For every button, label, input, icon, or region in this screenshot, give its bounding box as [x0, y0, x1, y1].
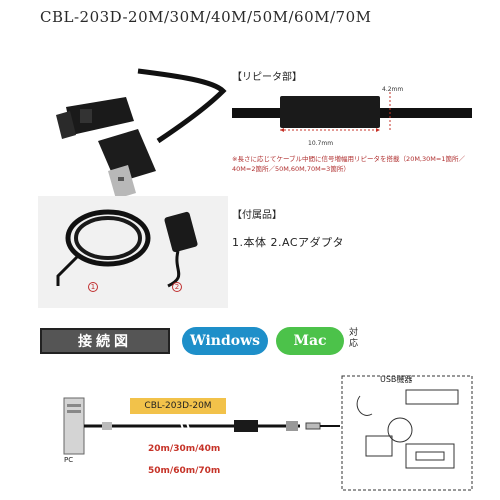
model-badge: CBL-203D-20M: [130, 398, 226, 414]
dimension-height: 4.2mm: [382, 86, 404, 93]
accessory-marker-1: 1: [88, 282, 98, 292]
connection-diagram: [63, 375, 473, 491]
mac-badge: Mac: [276, 327, 344, 355]
accessory-marker-2: 2: [172, 282, 182, 292]
windows-badge: Windows: [182, 327, 268, 355]
repeater-heading: 【リピータ部】: [232, 72, 302, 83]
lengths-row-2: 50m/60m/70m: [148, 466, 221, 476]
pc-label: PC: [64, 456, 74, 464]
usb-devices-box: [341, 375, 473, 491]
product-photo: [56, 68, 227, 196]
connection-banner: 接続図: [40, 328, 170, 354]
usb-device-label: USB機器: [380, 375, 413, 384]
accessory-heading: 【付属品】: [232, 210, 282, 221]
model-title: CBL-203D-20M/30M/40M/50M/60M/70M: [40, 8, 372, 26]
repeater-diagram: [232, 92, 472, 132]
pc-icon: [63, 397, 85, 455]
lengths-row-1: 20m/30m/40m: [148, 444, 221, 454]
accessory-photo: [38, 196, 228, 308]
dimension-length: 10.7mm: [308, 140, 334, 147]
compat-label: 対応: [349, 328, 359, 349]
accessory-list: 1.本体 2.ACアダプタ: [232, 236, 344, 249]
repeater-note: ※長さに応じてケーブル中間に信号増幅用リピータを搭載（20M,30M=1箇所／4…: [232, 155, 465, 173]
